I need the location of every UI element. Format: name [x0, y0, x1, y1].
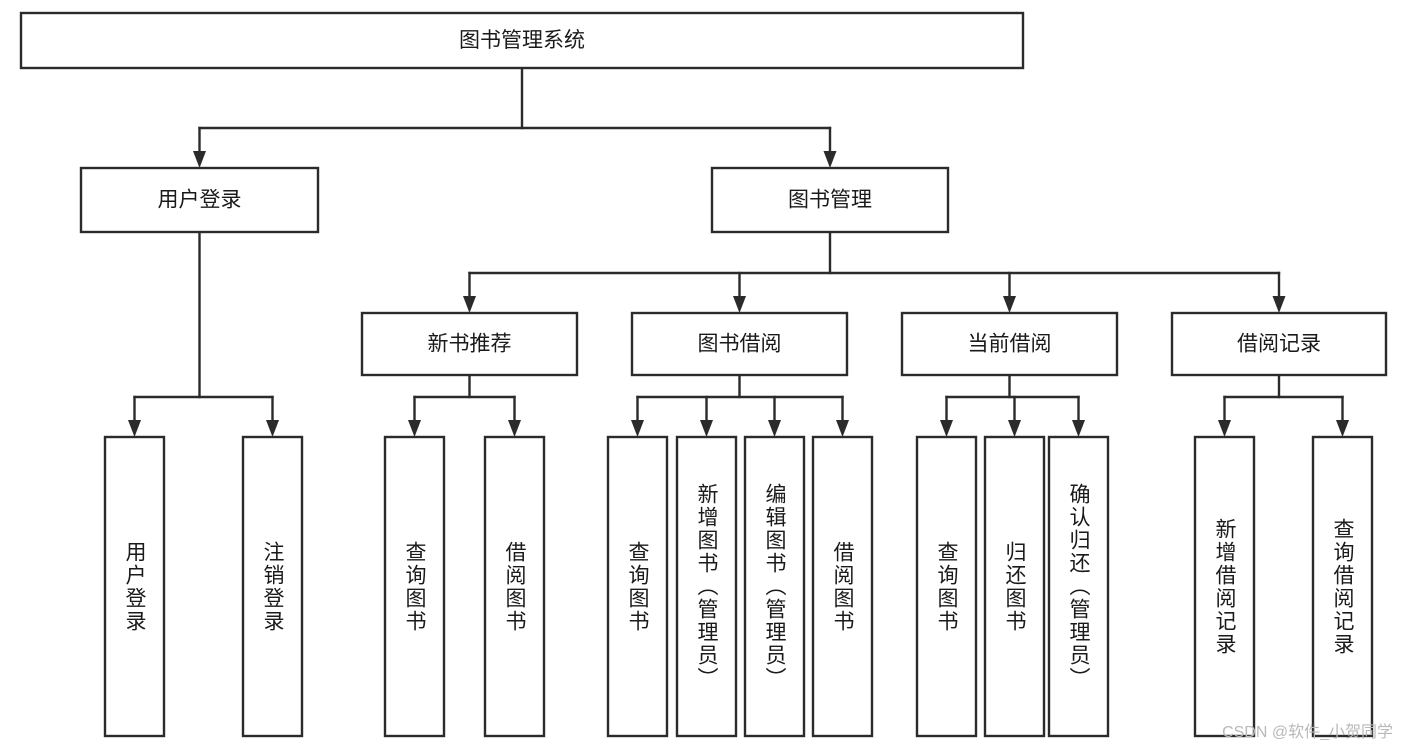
- node-box-l-borrow-book-b[interactable]: [811, 435, 874, 738]
- node-box-l-query-book-c[interactable]: [915, 435, 978, 738]
- node-box-l-query-record[interactable]: [1311, 435, 1374, 738]
- node-box-root[interactable]: [19, 11, 1025, 70]
- node-box-layer: [19, 11, 1388, 738]
- csdn-watermark: CSDN @软件_小贺同学: [1222, 724, 1393, 741]
- node-box-l-add-record[interactable]: [1193, 435, 1256, 738]
- node-box-l-query-book-b[interactable]: [606, 435, 669, 738]
- node-box-l-borrow-book-a[interactable]: [483, 435, 546, 738]
- arrow-head-n-user-login-0: [128, 420, 141, 437]
- node-label-n-borrow-record: 借阅记录: [1237, 333, 1321, 356]
- arrow-head-n-current-borrow-0: [940, 420, 953, 437]
- edge-layer: [128, 66, 1349, 437]
- arrow-head-n-borrow-record-1: [1336, 420, 1349, 437]
- node-label-root: 图书管理系统: [459, 29, 585, 52]
- arrow-head-root-1: [823, 151, 837, 168]
- node-box-l-add-book[interactable]: [675, 435, 738, 738]
- node-label-n-user-login: 用户登录: [158, 189, 242, 212]
- arrow-head-n-new-book-rec-0: [408, 420, 421, 437]
- node-label-n-new-book-rec: 新书推荐: [428, 333, 512, 356]
- node-box-l-return-book[interactable]: [983, 435, 1046, 738]
- arrow-head-n-book-borrow-1: [700, 420, 713, 437]
- node-box-l-confirm-return[interactable]: [1047, 435, 1110, 738]
- arrow-head-n-book-borrow-3: [836, 420, 849, 437]
- arrow-head-n-user-login-1: [266, 420, 279, 437]
- arrow-head-n-book-mgmt-2: [1003, 296, 1016, 313]
- node-box-l-query-book-a[interactable]: [383, 435, 446, 738]
- node-box-n-user-login[interactable]: [79, 166, 320, 234]
- arrow-head-n-book-borrow-2: [768, 420, 781, 437]
- arrow-head-n-borrow-record-0: [1218, 420, 1231, 437]
- node-label-n-book-mgmt: 图书管理: [788, 189, 872, 212]
- arrow-head-n-book-mgmt-1: [733, 296, 746, 313]
- node-box-n-current-borrow[interactable]: [900, 311, 1119, 377]
- node-box-n-book-borrow[interactable]: [630, 311, 849, 377]
- arrow-head-n-current-borrow-2: [1072, 420, 1085, 437]
- node-box-n-book-mgmt[interactable]: [710, 166, 950, 234]
- node-label-n-current-borrow: 当前借阅: [968, 333, 1052, 356]
- arrow-head-root-0: [193, 151, 206, 168]
- node-box-l-user-logout[interactable]: [241, 435, 304, 738]
- arrow-head-n-book-borrow-0: [631, 420, 644, 437]
- node-box-l-edit-book[interactable]: [743, 435, 806, 738]
- arrow-head-n-book-mgmt-3: [1272, 296, 1286, 313]
- arrow-head-n-new-book-rec-1: [508, 420, 521, 437]
- node-box-l-user-login[interactable]: [103, 435, 166, 738]
- node-label-n-book-borrow: 图书借阅: [698, 333, 782, 356]
- arrow-head-n-book-mgmt-0: [463, 296, 476, 313]
- arrow-head-n-current-borrow-1: [1008, 420, 1021, 437]
- node-box-n-borrow-record[interactable]: [1170, 311, 1388, 377]
- node-box-n-new-book-rec[interactable]: [360, 311, 579, 377]
